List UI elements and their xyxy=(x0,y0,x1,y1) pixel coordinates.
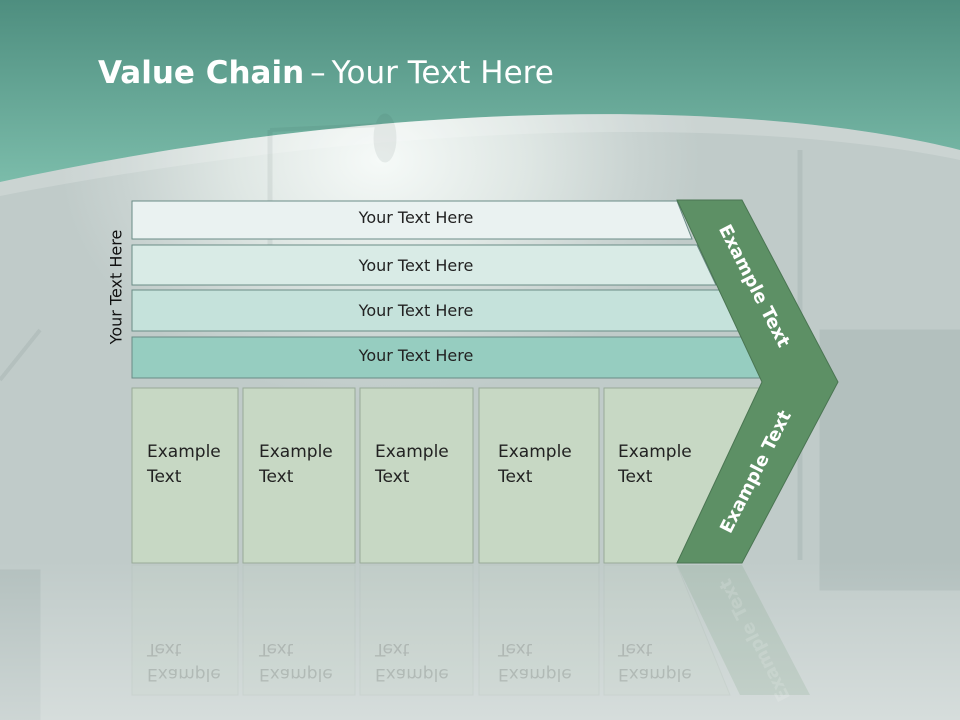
title-bold: Value Chain xyxy=(98,55,305,91)
box-reflection-1: Example Text xyxy=(147,636,221,686)
chevron-arrow xyxy=(676,199,839,564)
box-5-line2: Text xyxy=(618,467,653,487)
box-1-line2: Text xyxy=(147,467,182,487)
title-separator: – xyxy=(310,55,326,91)
box-reflection-shape-4 xyxy=(478,564,600,696)
band-label-4: Your Text Here xyxy=(358,346,474,365)
arrow-group xyxy=(676,199,839,564)
box-5-reflection-line2: Text xyxy=(618,639,653,659)
box-3-reflection-line2: Text xyxy=(375,639,410,659)
slide-title: Value Chain–Your Text Here xyxy=(98,55,554,91)
side-label-text: Your Text Here xyxy=(106,229,126,345)
box-5-reflection-line1: Example xyxy=(618,664,692,684)
box-label-1: Example Text xyxy=(147,440,221,490)
box-2-reflection-line2: Text xyxy=(259,639,294,659)
box-4-reflection-line1: Example xyxy=(498,664,572,684)
box-label-3: Example Text xyxy=(375,440,449,490)
box-4-line1: Example xyxy=(498,442,572,462)
box-label-2: Example Text xyxy=(259,440,333,490)
band-1 xyxy=(131,200,693,240)
boxes-group xyxy=(131,387,763,564)
reflection-group xyxy=(131,564,810,696)
box-reflection-2: Example Text xyxy=(259,636,333,686)
box-reflection-5: Example Text xyxy=(618,636,692,686)
box-reflection-shape-2 xyxy=(242,564,356,696)
box-reflection-shape-5 xyxy=(603,564,731,696)
box-3-reflection-line1: Example xyxy=(375,664,449,684)
box-1 xyxy=(131,387,239,564)
box-reflection-4: Example Text xyxy=(498,636,572,686)
box-4-line2: Text xyxy=(498,467,533,487)
title-rest: Your Text Here xyxy=(331,55,554,91)
box-3-line2: Text xyxy=(375,467,410,487)
header-band-highlight xyxy=(0,114,960,196)
bands-group xyxy=(131,200,763,379)
band-2 xyxy=(131,244,717,286)
band-label-1: Your Text Here xyxy=(358,208,474,227)
box-2-line2: Text xyxy=(259,467,294,487)
box-3 xyxy=(359,387,474,564)
box-reflection-shape-1 xyxy=(131,564,239,696)
box-1-line1: Example xyxy=(147,442,221,462)
box-2-reflection-line1: Example xyxy=(259,664,333,684)
box-4-reflection-line2: Text xyxy=(498,639,533,659)
box-label-4: Example Text xyxy=(498,440,572,490)
box-4 xyxy=(478,387,600,564)
band-label-2: Your Text Here xyxy=(358,256,474,275)
box-label-5: Example Text xyxy=(618,440,692,490)
box-1-reflection-line1: Example xyxy=(147,664,221,684)
box-2-line1: Example xyxy=(259,442,333,462)
chevron-reflection xyxy=(677,565,810,695)
box-3-line1: Example xyxy=(375,442,449,462)
box-5-line1: Example xyxy=(618,442,692,462)
box-reflection-shape-3 xyxy=(359,564,474,696)
box-reflection-3: Example Text xyxy=(375,636,449,686)
box-1-reflection-line2: Text xyxy=(147,639,182,659)
band-label-3: Your Text Here xyxy=(358,301,474,320)
box-2 xyxy=(242,387,356,564)
header-band xyxy=(0,0,960,182)
